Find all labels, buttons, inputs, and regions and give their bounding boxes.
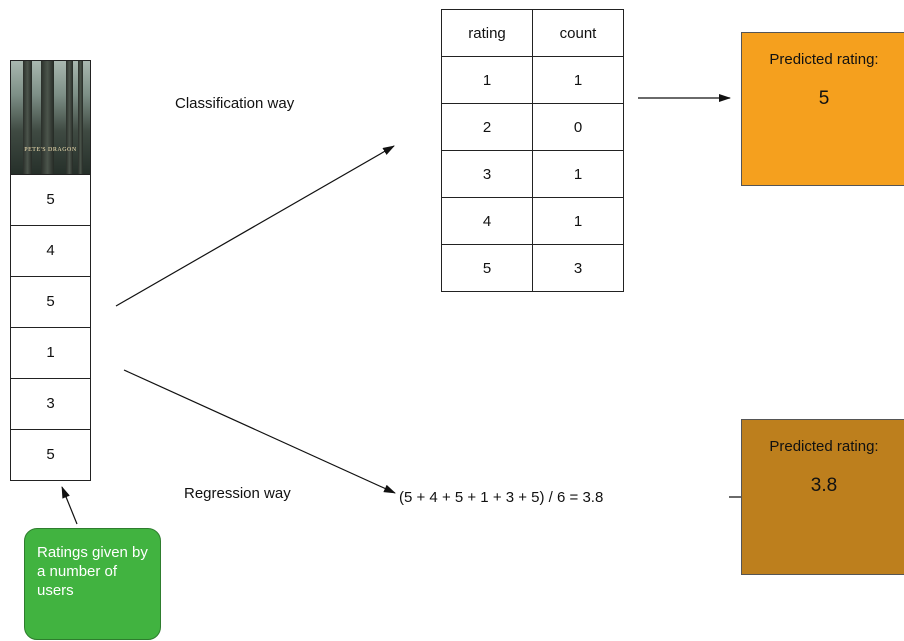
count-value: 1 [532,56,624,104]
rating-value: 5 [441,244,533,292]
classification-prediction-box: Predicted rating: 5 [741,32,904,186]
rating-cell: 5 [46,446,55,463]
movie-poster: PETE'S DRAGON [11,61,90,175]
ratings-note: Ratings given by a number of users [24,528,161,640]
rating-cell: 4 [11,226,90,277]
classification-label: Classification way [175,95,295,112]
rating-cell: 5 [11,175,90,226]
header-count: count [532,9,624,57]
regression-formula: (5 + 4 + 5 + 1 + 3 + 5) / 6 = 3.8 [399,489,604,506]
count-value: 3 [532,244,624,292]
prediction-label: Predicted rating: [769,51,879,68]
arrow-to-classification [115,145,395,307]
rating-value: 2 [441,103,533,151]
poster-title: PETE'S DRAGON [24,147,77,153]
prediction-value: 5 [818,88,830,109]
rating-cell: 1 [11,328,90,379]
count-value: 1 [532,150,624,198]
ratings-column: PETE'S DRAGON 5 4 5 1 3 5 [10,60,91,481]
prediction-value: 3.8 [810,475,838,496]
table-row: 5 3 [441,244,624,292]
table-row: 2 0 [441,103,624,151]
arrow-to-regression [123,369,396,494]
count-value: 1 [532,197,624,245]
table-row: 3 1 [441,150,624,198]
regression-prediction-box: Predicted rating: 3.8 [741,419,904,575]
rating-value: 4 [441,197,533,245]
prediction-label: Predicted rating: [769,438,879,455]
count-value: 0 [532,103,624,151]
regression-label: Regression way [184,485,291,502]
table-row: 1 1 [441,56,624,104]
header-rating: rating [441,9,533,57]
rating-cell: 5 [11,277,90,328]
rating-value: 1 [441,56,533,104]
table-row: 4 1 [441,197,624,245]
rating-value: 3 [441,150,533,198]
table-header-row: rating count [441,9,624,57]
arrow-note-to-ratings [61,486,78,525]
rating-count-table: rating count 1 1 2 0 3 1 4 1 5 3 [441,9,624,292]
rating-cell: 3 [11,379,90,430]
